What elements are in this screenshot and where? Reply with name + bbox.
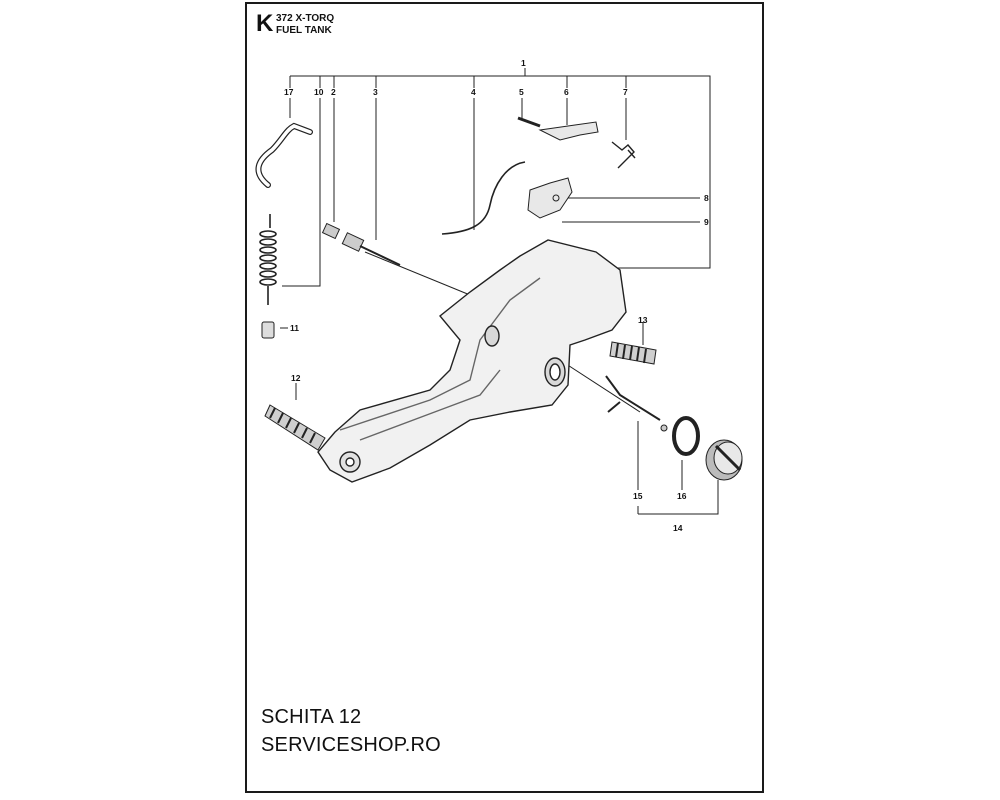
fuel-tank-body [317,239,627,483]
throttle-trigger-8 [527,177,573,219]
bracket-item-1 [290,75,711,269]
footer-line-1: SCHITA 12 [261,706,362,728]
callout-3: 3 [373,87,378,97]
callout-16: 16 [677,491,687,501]
o-ring-16 [672,416,700,456]
callout-5: 5 [519,87,524,97]
callout-4: 4 [471,87,476,97]
wire-4 [441,161,526,235]
callout-10: 10 [314,87,324,97]
callout-12: 12 [291,373,301,383]
fuel-cap-14 [705,439,743,481]
callout-1: 1 [521,58,526,68]
callout-13: 13 [638,315,648,325]
page-title: FUEL TANK [276,25,332,36]
rubber-boot-12 [264,404,326,451]
cap-strap-15 [605,375,661,421]
callout-14: 14 [673,523,683,533]
coil-spring-10 [259,214,277,305]
section-letter: K [256,10,274,37]
footer-line-2: SERVICESHOP.RO [261,734,441,756]
callout-8: 8 [704,193,709,203]
fuel-filter-11 [261,321,275,339]
model-title: 372 X-TORQ FUEL TANK [276,13,334,37]
callout-15: 15 [633,491,643,501]
tube-3 [359,245,401,266]
callout-11: 11 [290,323,299,333]
rubber-boot-13 [609,341,657,365]
pin-5 [517,116,541,128]
callout-17: 17 [284,87,294,97]
model-name: 372 X-TORQ [276,13,335,24]
callout-7: 7 [623,87,628,97]
callout-2: 2 [331,87,336,97]
lever-6 [538,121,599,141]
fitting-2 [321,222,365,252]
callout-6: 6 [564,87,569,97]
callout-9: 9 [704,217,709,227]
spring-7 [611,141,636,169]
